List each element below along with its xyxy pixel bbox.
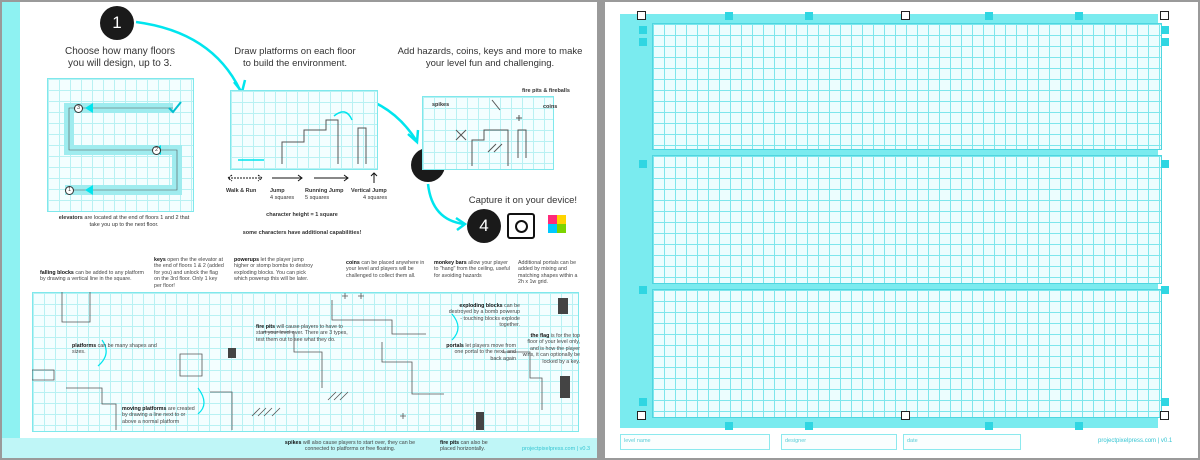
alignment-square [639, 398, 647, 406]
example-level-shapes [32, 292, 570, 430]
right-footer-site: projectpixelpress.com | v0.1 [1098, 438, 1173, 444]
move-vertical-jump-sub: 4 squares [363, 195, 388, 201]
note-portals: portals let players move from one portal… [446, 343, 516, 362]
floor-marker-1: 1 [65, 186, 74, 195]
note-platforms: platforms can be many shapes and sizes. [72, 343, 157, 356]
date-field[interactable]: date [903, 434, 1021, 450]
note-flag: the flag is for the top floor of your le… [522, 333, 580, 365]
floor-panel-3[interactable] [652, 23, 1162, 150]
platform-shapes [238, 111, 367, 164]
alignment-square [639, 286, 647, 294]
registration-mark [1160, 11, 1169, 20]
alignment-square [1161, 38, 1169, 46]
alignment-square [639, 26, 647, 34]
move-jump: Jump [270, 188, 285, 194]
designer-field[interactable]: designer [781, 434, 897, 450]
alignment-square [1075, 12, 1083, 20]
alignment-square [1161, 286, 1169, 294]
floor-panel-1[interactable] [652, 289, 1162, 418]
camera-icon[interactable] [507, 213, 535, 239]
left-margin-bar [2, 2, 20, 458]
note-fire-pits: fire pits will cause players to have to … [256, 324, 348, 343]
alignment-square [639, 160, 647, 168]
step-2-text: Draw platforms on each floor to build th… [234, 46, 356, 69]
note-portals-add: Additional portals can be added by mixin… [518, 260, 578, 286]
registration-mark [637, 411, 646, 420]
note-monkey-bars: monkey bars allow your player to "hang" … [434, 260, 510, 279]
bottom-margin-bar [2, 438, 597, 458]
step-4-badge: 4 [467, 209, 501, 243]
registration-mark [1160, 411, 1169, 420]
note-exploding-blocks: exploding blocks can be destroyed by a b… [448, 303, 520, 329]
alignment-square [1161, 398, 1169, 406]
move-walk-run: Walk & Run [226, 188, 257, 194]
template-sheet: level name designer date projectpixelpre… [605, 2, 1198, 458]
move-arrows [227, 172, 378, 183]
spikes-label: spikes [432, 102, 450, 108]
alignment-square [725, 12, 733, 20]
floor-path [64, 101, 182, 195]
hazards-diagram [422, 96, 554, 170]
elevator-note: elevators are located at the end of floo… [58, 215, 190, 228]
note-moving-platforms: moving platforms are created by drawing … [122, 406, 195, 425]
hazard-shapes [455, 99, 527, 166]
fire-label: fire pits & fireballs [522, 88, 570, 94]
floor-marker-2: 2 [152, 146, 161, 155]
character-height: character height = 1 square [266, 212, 338, 218]
alignment-square [639, 38, 647, 46]
registration-mark [901, 411, 910, 420]
move-running-jump-sub: 5 squares [305, 195, 330, 201]
alignment-square [985, 422, 993, 430]
coins-label: coins [543, 104, 558, 110]
alignment-square [805, 422, 813, 430]
alignment-square [1161, 26, 1169, 34]
move-vertical-jump: Vertical Jump [351, 188, 387, 194]
note-falling-blocks: falling blocks can be added to any platf… [40, 270, 144, 283]
alignment-square [1075, 422, 1083, 430]
move-jump-sub: 4 squares [270, 195, 295, 201]
registration-mark [901, 11, 910, 20]
step-1-badge: 1 [100, 6, 134, 40]
step-1-text: Choose how many floors you will design, … [64, 46, 176, 69]
platform-diagram [230, 90, 378, 170]
alignment-square [725, 422, 733, 430]
note-coins: coins can be placed anywhere in your lev… [346, 260, 425, 279]
alignment-square [985, 12, 993, 20]
note-powerups: powerups let the player jump higher or s… [234, 257, 313, 283]
floor-panel-2[interactable] [652, 155, 1162, 284]
instruction-sheet: 1 Choose how many floors you will design… [2, 2, 597, 458]
capabilities-note: some characters have additional capabili… [242, 230, 362, 236]
note-spikes: spikes will also cause players to start … [284, 440, 416, 453]
example-level-grid [32, 292, 579, 432]
note-fire-pits-2: fire pits can also be placed horizontall… [440, 440, 488, 453]
step-3-text: Add hazards, coins, keys and more to mak… [397, 46, 583, 69]
registration-mark [637, 11, 646, 20]
alignment-square [1161, 160, 1169, 168]
move-running-jump: Running Jump [305, 188, 344, 194]
alignment-square [805, 12, 813, 20]
color-palette-icon[interactable] [548, 215, 566, 233]
level-name-field[interactable]: level name [620, 434, 770, 450]
floor-marker-3: 3 [74, 104, 83, 113]
left-footer-site: projectpixelpress.com | v0.3 [522, 446, 591, 452]
note-keys: keys open the the elevator at the end of… [154, 257, 224, 289]
step-4-text: Capture it on your device! [468, 195, 577, 206]
